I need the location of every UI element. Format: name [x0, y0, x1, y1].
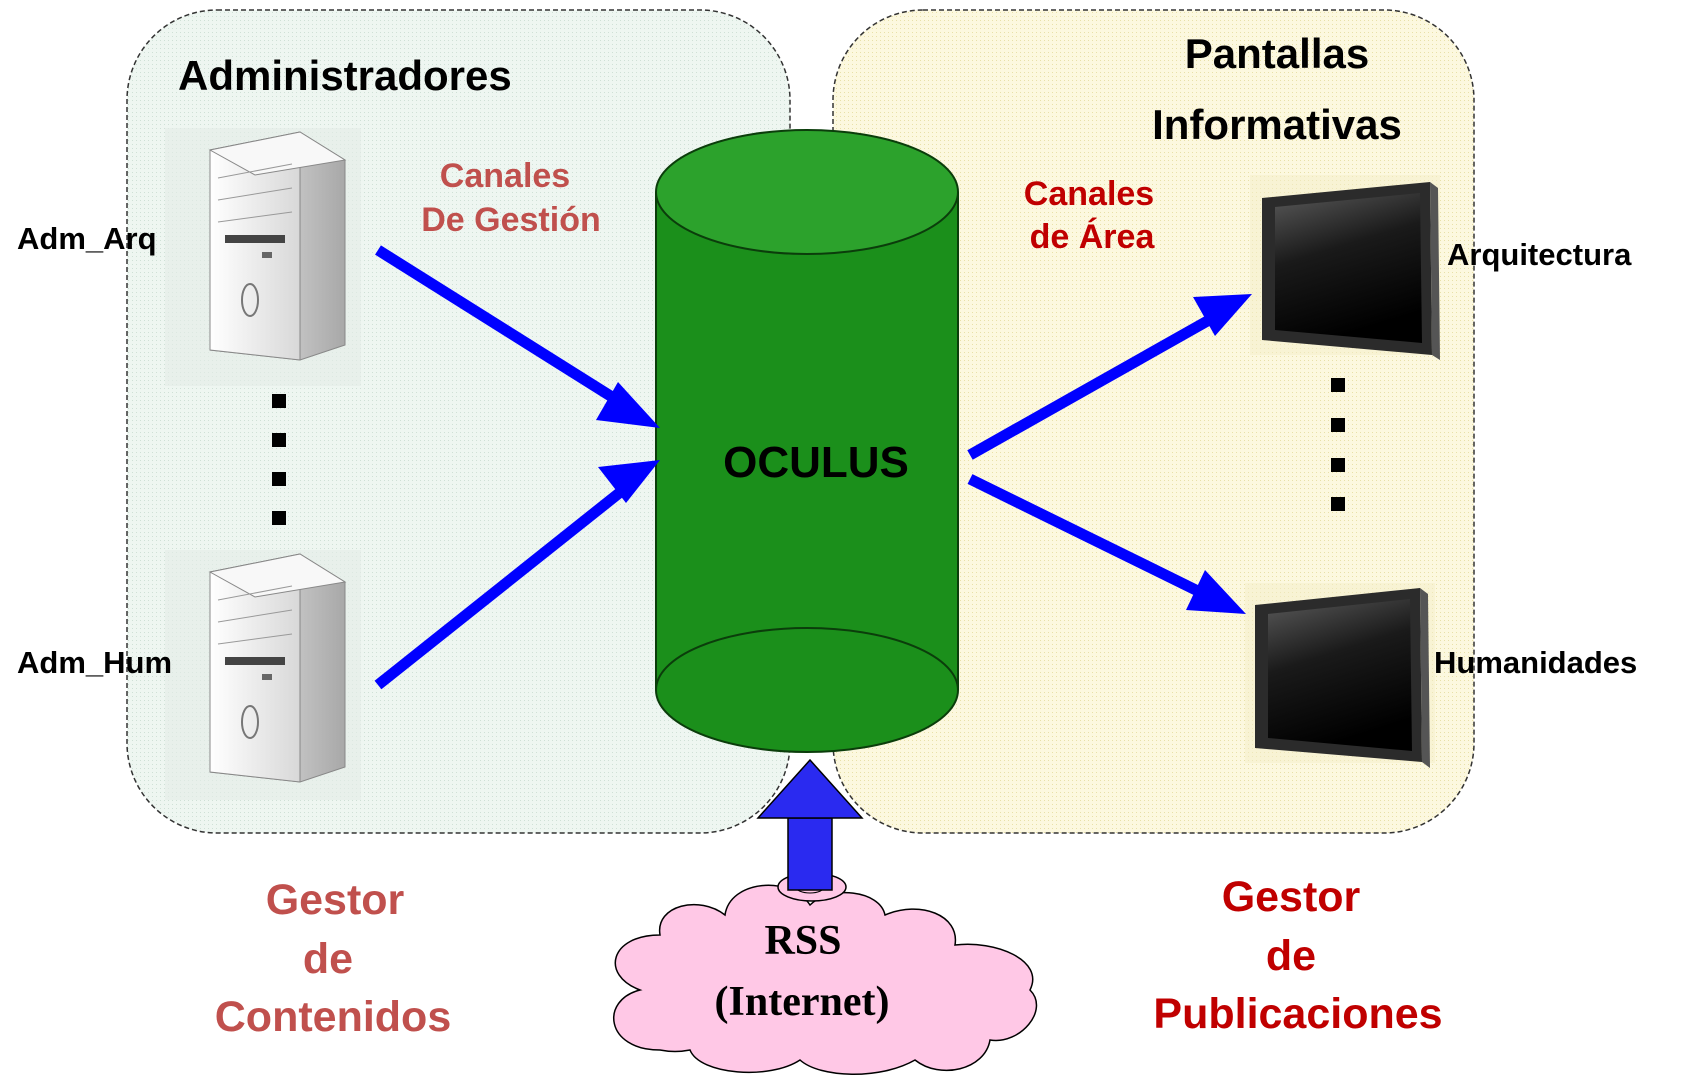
arrow-adm-hum-to-oculus — [374, 460, 660, 690]
footer-gestor-contenidos-line2: de — [302, 935, 354, 983]
node-label-adm-hum: Adm_Hum — [17, 645, 173, 680]
edge-label-canales-gestion-line2: De Gestión — [421, 201, 601, 239]
footer-gestor-contenidos-line3: Contenidos — [214, 993, 452, 1041]
footer-gestor-publicaciones-line2: de — [1265, 932, 1317, 980]
edge-label-canales-area-line1: Canales — [1023, 175, 1155, 213]
node-label-adm-arq: Adm_Arq — [17, 221, 157, 256]
node-label-arquitectura: Arquitectura — [1447, 237, 1632, 272]
ellipsis-left — [272, 394, 286, 525]
edge-label-canales-area-line2: de Área — [1029, 218, 1155, 256]
node-label-humanidades: Humanidades — [1434, 645, 1638, 680]
monitor-icon-arquitectura — [1250, 175, 1440, 360]
rss-label-line1: RSS — [764, 918, 842, 964]
admins-group-title: Administradores — [178, 52, 512, 99]
screens-group-title-line1: Pantallas — [1184, 30, 1370, 77]
arrow-oculus-to-humanidades — [967, 474, 1246, 614]
arrow-oculus-to-arquitectura — [967, 294, 1252, 460]
screens-group-title-line2: Informativas — [1152, 101, 1402, 148]
arrow-rss-to-oculus — [756, 758, 864, 891]
database-cylinder-oculus — [655, 129, 959, 753]
rss-label-line2: (Internet) — [714, 979, 890, 1025]
cloud-rss — [613, 872, 1038, 1075]
footer-gestor-publicaciones-line3: Publicaciones — [1153, 990, 1443, 1038]
server-icon-adm-arq — [165, 128, 361, 386]
arrow-adm-arq-to-oculus — [375, 245, 660, 428]
server-icon-adm-hum — [165, 550, 361, 800]
edge-label-canales-gestion-line1: Canales — [439, 157, 571, 195]
oculus-label: OCULUS — [723, 438, 909, 487]
monitor-icon-humanidades — [1245, 583, 1435, 768]
ellipsis-right — [1331, 378, 1345, 511]
footer-gestor-contenidos-line1: Gestor — [265, 876, 405, 924]
footer-gestor-publicaciones-line1: Gestor — [1221, 873, 1361, 921]
